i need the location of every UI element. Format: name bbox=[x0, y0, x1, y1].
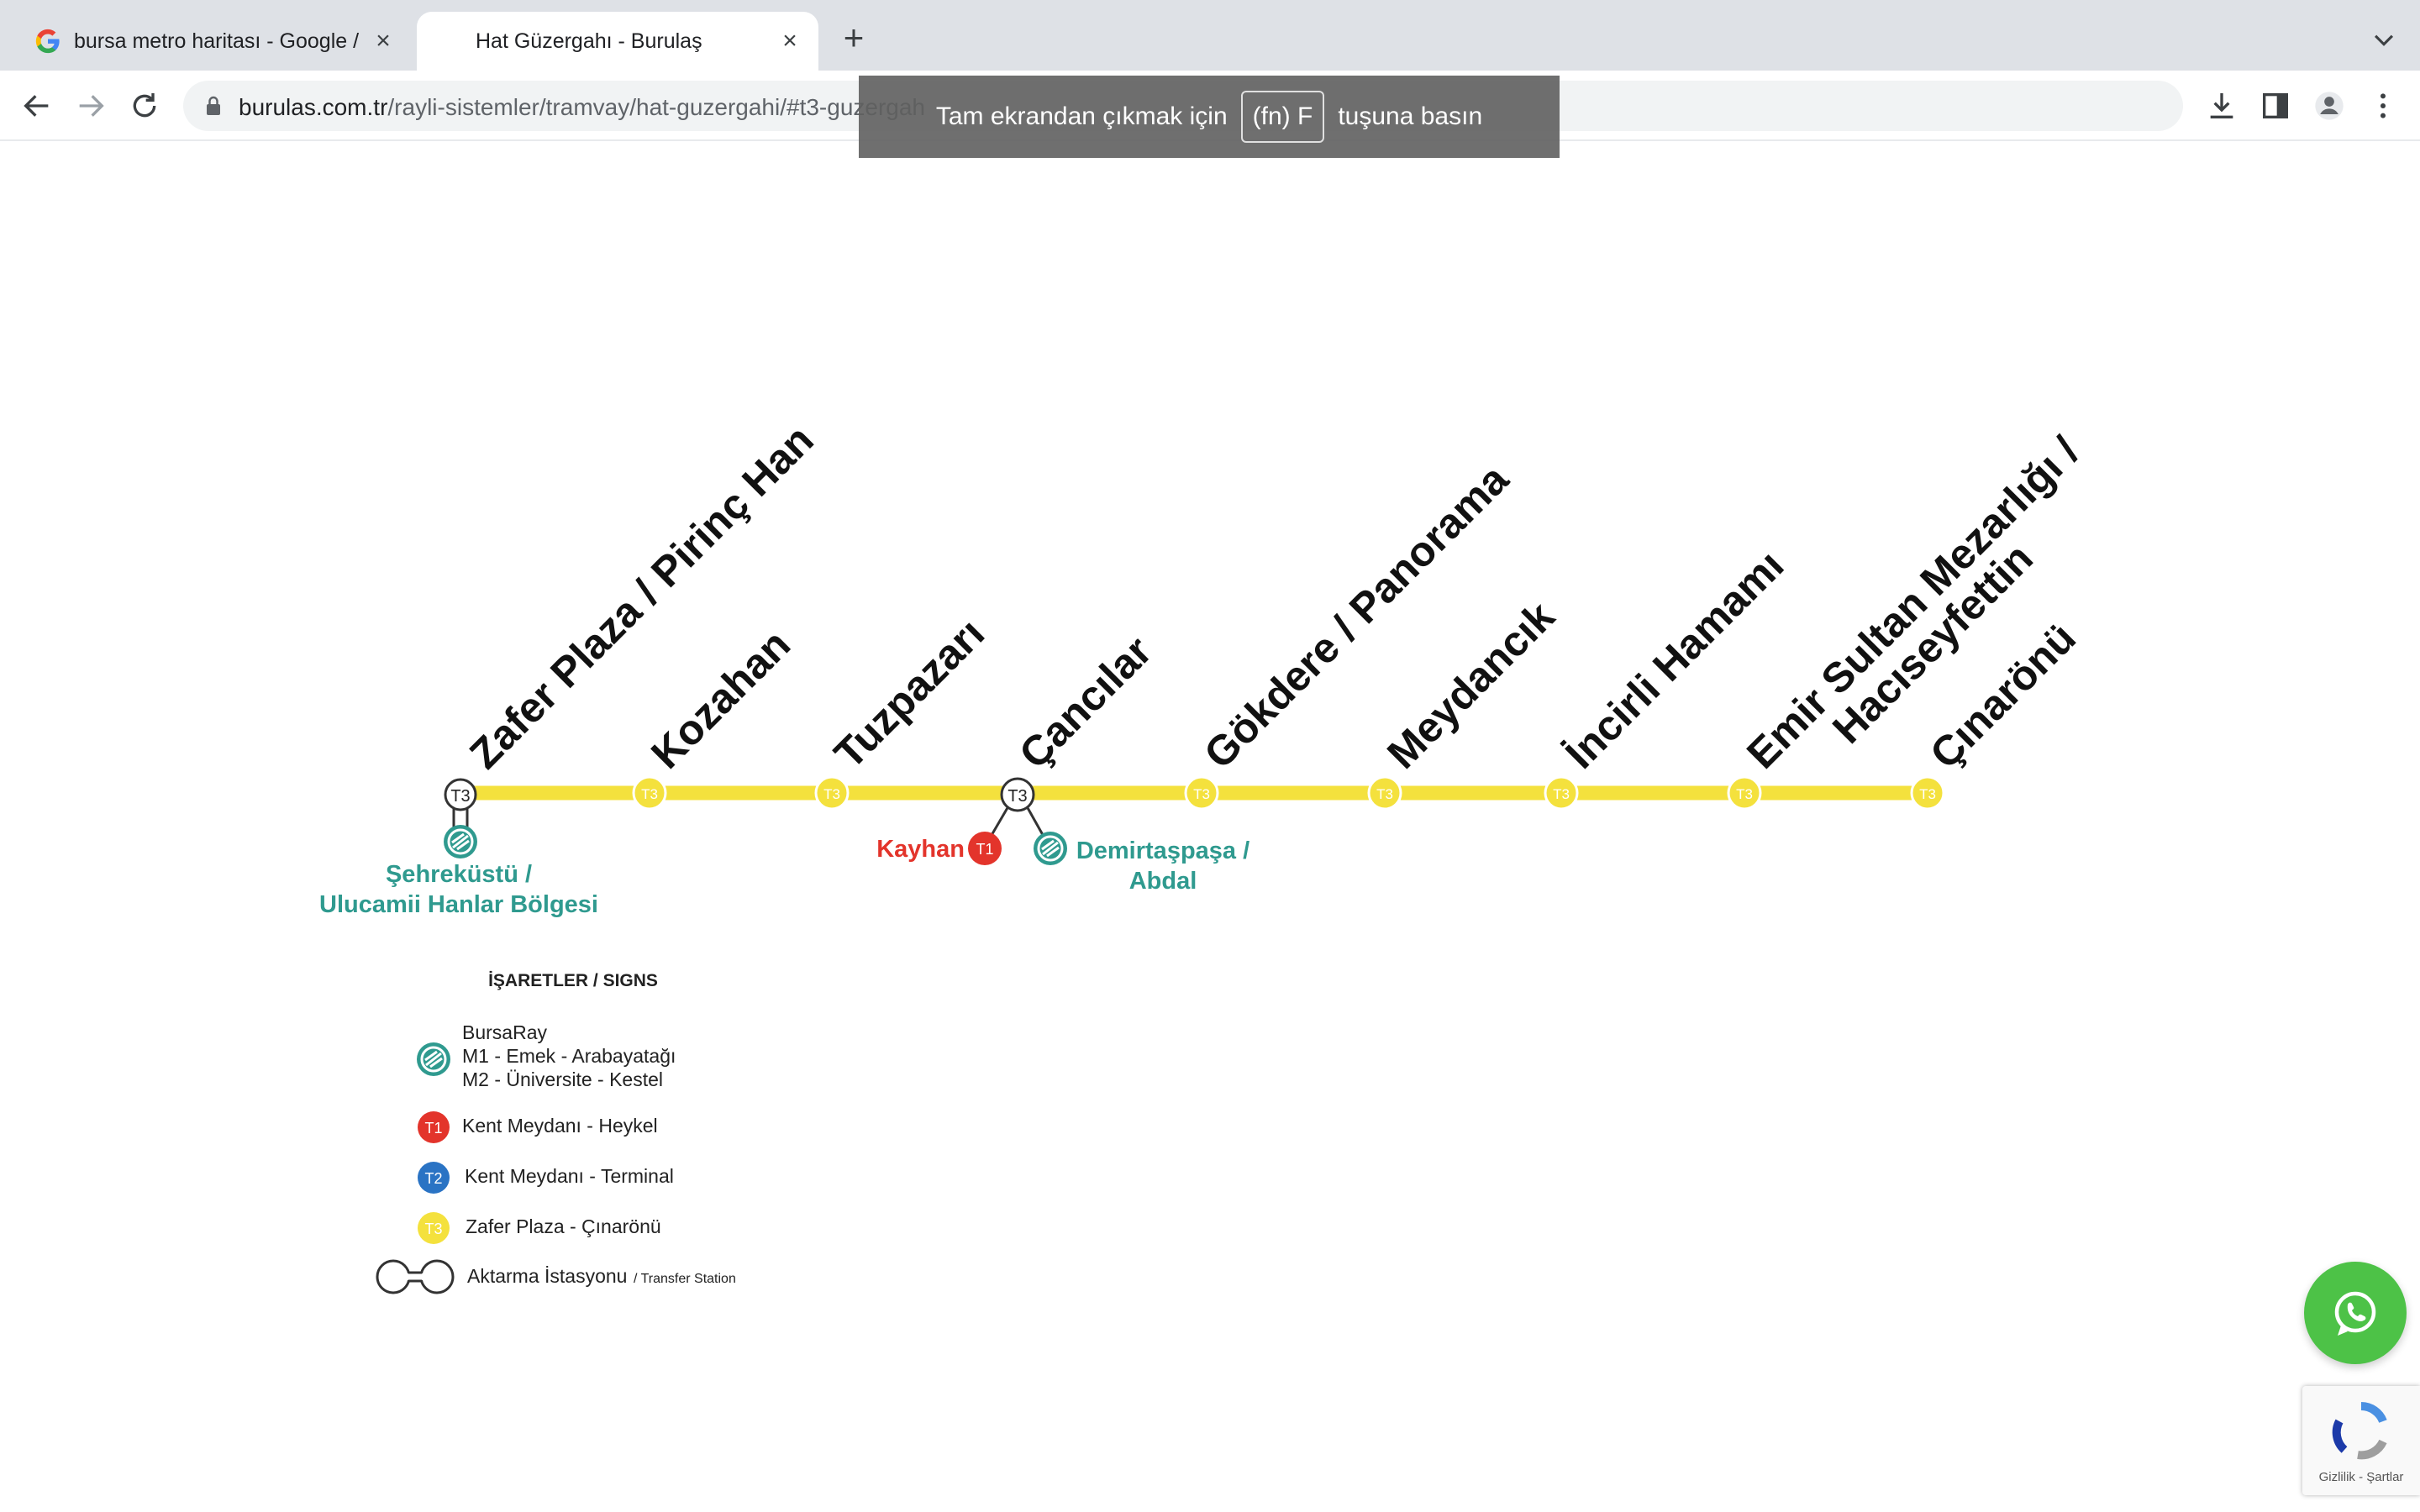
station-label-cancilar: Çancılar bbox=[1010, 627, 1160, 778]
bursaray-icon bbox=[1032, 830, 1069, 867]
close-icon[interactable]: × bbox=[376, 27, 391, 55]
chevron-down-icon[interactable] bbox=[2370, 25, 2398, 54]
url-path: /rayli-sistemler/tramvay/hat-guzergahi/#… bbox=[387, 94, 926, 120]
legend-t1-badge: T1 bbox=[418, 1111, 450, 1143]
tab-burulas[interactable]: Hat Güzergahı - Burulaş × bbox=[417, 12, 818, 71]
station-label-zafer-plaza: Zafer Plaza / Pirinç Han bbox=[460, 416, 823, 778]
forward-arrow-icon[interactable] bbox=[74, 89, 108, 123]
bursaray-icon bbox=[442, 823, 479, 860]
svg-text:T3: T3 bbox=[1376, 786, 1393, 802]
whatsapp-button[interactable] bbox=[2304, 1262, 2407, 1364]
svg-text:T2: T2 bbox=[424, 1170, 442, 1187]
profile-avatar-icon[interactable] bbox=[2312, 89, 2346, 123]
station-marker-incirli[interactable]: T3 bbox=[1544, 775, 1579, 811]
transfer-label-sehrekustu-1: Şehreküstü / bbox=[386, 861, 532, 888]
transfer-label-demirtaspasa-2: Abdal bbox=[1129, 868, 1197, 895]
toast-text-before: Tam ekrandan çıkmak için bbox=[935, 102, 1228, 130]
more-menu-icon[interactable] bbox=[2366, 89, 2400, 123]
t1-badge-kayhan: T1 bbox=[968, 832, 1002, 865]
download-icon[interactable] bbox=[2205, 89, 2238, 123]
recaptcha-badge[interactable]: Gizlilik - Şartlar bbox=[2302, 1386, 2420, 1495]
url-text: burulas.com.tr/rayli-sistemler/tramvay/h… bbox=[239, 94, 925, 121]
toast-text-after: tuşuna basın bbox=[1338, 102, 1483, 130]
tab-title: bursa metro haritası - Google / bbox=[74, 29, 360, 53]
svg-text:T1: T1 bbox=[424, 1120, 442, 1137]
station-marker-cinaronu[interactable]: T3 bbox=[1910, 775, 1945, 811]
svg-text:T1: T1 bbox=[976, 841, 993, 858]
station-marker-kozahan[interactable]: T3 bbox=[632, 775, 667, 811]
svg-text:T3: T3 bbox=[1553, 786, 1570, 802]
svg-text:T3: T3 bbox=[823, 786, 840, 802]
t3-route-map: T3 T3 T3 T3 T3 T3 T3 T3 T3 T1 Za bbox=[319, 416, 2088, 1294]
legend-transfer-sublabel: / Transfer Station bbox=[634, 1272, 736, 1286]
svg-text:T3: T3 bbox=[424, 1221, 442, 1237]
browser-tab-bar: bursa metro haritası - Google / × Hat Gü… bbox=[0, 0, 2420, 71]
station-label-meydancik: Meydancık bbox=[1378, 592, 1564, 778]
page-content: T3 T3 T3 T3 T3 T3 T3 T3 T3 T1 Za bbox=[0, 143, 2420, 1512]
recaptcha-links[interactable]: Gizlilik - Şartlar bbox=[2318, 1470, 2404, 1484]
svg-text:T3: T3 bbox=[1193, 786, 1210, 802]
transfer-label-sehrekustu-2: Ulucamii Hanlar Bölgesi bbox=[319, 891, 598, 918]
transfer-symbol-icon bbox=[376, 1259, 455, 1294]
tab-google-search[interactable]: bursa metro haritası - Google / × bbox=[22, 12, 412, 71]
legend-bursaray-2: M1 - Emek - Arabayatağı bbox=[462, 1045, 676, 1067]
side-panel-icon[interactable] bbox=[2259, 89, 2292, 123]
legend-transfer-label: Aktarma İstasyonu bbox=[467, 1265, 627, 1287]
toast-key: (fn) F bbox=[1240, 91, 1325, 143]
legend-t1-label: Kent Meydanı - Heykel bbox=[462, 1115, 658, 1137]
lock-icon[interactable] bbox=[203, 95, 224, 117]
svg-text:T3: T3 bbox=[1736, 786, 1753, 802]
legend-bursaray-1: BursaRay bbox=[462, 1021, 547, 1043]
url-domain: burulas.com.tr bbox=[239, 94, 388, 120]
station-marker-meydancik[interactable]: T3 bbox=[1367, 775, 1402, 811]
station-marker-gokdere[interactable]: T3 bbox=[1184, 775, 1219, 811]
station-label-tuzpazari: Tuzpazarı bbox=[825, 610, 993, 778]
reload-icon[interactable] bbox=[128, 89, 161, 123]
recaptcha-icon bbox=[2332, 1402, 2387, 1460]
transfer-label-demirtaspasa-1: Demirtaşpaşa / bbox=[1076, 837, 1249, 864]
legend-t2-badge: T2 bbox=[418, 1162, 450, 1194]
svg-text:T3: T3 bbox=[641, 786, 658, 802]
close-icon[interactable]: × bbox=[782, 27, 797, 55]
new-tab-button[interactable]: + bbox=[843, 18, 865, 57]
transfer-connector-cancilar: T3 T1 bbox=[968, 777, 1069, 867]
map-legend: İŞARETLER / SIGNS BursaRay M1 - Emek - A… bbox=[376, 971, 736, 1294]
svg-text:T3: T3 bbox=[450, 787, 470, 806]
google-icon bbox=[35, 29, 60, 54]
whatsapp-icon bbox=[2334, 1291, 2376, 1336]
svg-text:T3: T3 bbox=[1007, 787, 1027, 806]
back-arrow-icon[interactable] bbox=[20, 89, 54, 123]
legend-bursaray-3: M2 - Üniversite - Kestel bbox=[462, 1068, 663, 1090]
station-label-gokdere: Gökdere / Panorama bbox=[1195, 454, 1518, 777]
fullscreen-exit-toast: Tam ekrandan çıkmak için (fn) F tuşuna b… bbox=[859, 76, 1560, 158]
legend-t3-badge: T3 bbox=[418, 1212, 450, 1244]
bursaray-icon bbox=[415, 1041, 452, 1078]
legend-t2-label: Kent Meydanı - Terminal bbox=[465, 1165, 674, 1187]
legend-t3-label: Zafer Plaza - Çınarönü bbox=[466, 1215, 661, 1237]
tab-title: Hat Güzergahı - Burulaş bbox=[476, 29, 702, 53]
station-marker-tuzpazari[interactable]: T3 bbox=[814, 775, 850, 811]
station-markers: T3 T3 T3 T3 T3 T3 T3 bbox=[632, 775, 1945, 811]
transfer-connector-sehrekustu: T3 bbox=[442, 778, 479, 860]
station-label-emirsultan: Emir Sultan Mezarlığı / bbox=[1738, 428, 2088, 778]
transfer-label-kayhan: Kayhan bbox=[876, 836, 965, 863]
legend-title: İŞARETLER / SIGNS bbox=[488, 971, 658, 990]
svg-text:T3: T3 bbox=[1919, 786, 1936, 802]
station-label-kozahan: Kozahan bbox=[642, 621, 799, 778]
station-marker-emirsultan[interactable]: T3 bbox=[1727, 775, 1762, 811]
